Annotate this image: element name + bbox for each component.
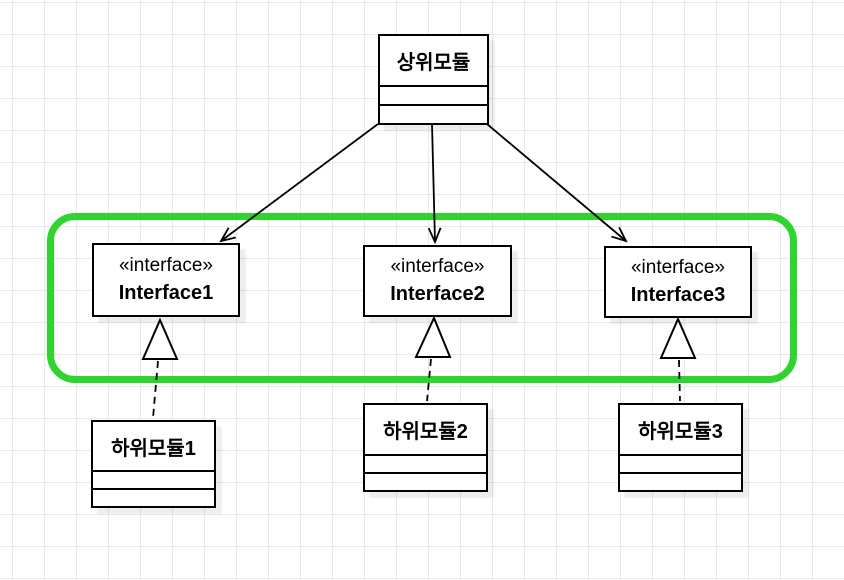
dependency-edge-interface2[interactable] — [427, 123, 442, 245]
interface2-stereotype: «interface» — [390, 255, 485, 277]
node-interface1[interactable]: «interface» Interface1 — [92, 243, 240, 317]
interface2-name: Interface2 — [390, 283, 485, 306]
attributes-compartment — [620, 454, 741, 472]
sub-module2-title: 하위모듈2 — [383, 421, 468, 443]
node-sub-module3[interactable]: 하위모듈3 — [618, 403, 743, 492]
sub-module3-title: 하위모듈3 — [638, 421, 723, 443]
interface1-name: Interface1 — [118, 282, 214, 305]
attributes-compartment — [93, 470, 214, 488]
realization-triangle-interface3 — [659, 316, 697, 359]
interface3-name: Interface3 — [630, 284, 726, 307]
sub-module1-title: 하위모듈1 — [111, 437, 196, 460]
node-sub-module1[interactable]: 하위모듈1 — [91, 420, 216, 508]
attributes-compartment — [365, 454, 486, 472]
node-interface3[interactable]: «interface» Interface3 — [604, 246, 752, 318]
methods-compartment — [365, 472, 486, 490]
attributes-compartment — [380, 85, 487, 104]
dependency-edge-interface1[interactable] — [219, 123, 379, 243]
methods-compartment — [93, 488, 214, 506]
realization-edge-sub2[interactable] — [426, 358, 432, 402]
interfaces-group-highlight[interactable] — [47, 213, 797, 383]
parent-module-title: 상위모듈 — [396, 52, 471, 74]
realization-triangle-interface2 — [414, 315, 452, 358]
realization-edge-sub1[interactable] — [152, 360, 159, 419]
interface1-stereotype: «interface» — [118, 254, 213, 276]
methods-compartment — [380, 104, 487, 123]
dependency-edge-interface3[interactable] — [486, 123, 628, 243]
node-interface2[interactable]: «interface» Interface2 — [363, 245, 512, 317]
interface3-stereotype: «interface» — [630, 256, 725, 278]
methods-compartment — [620, 472, 741, 490]
node-parent-module[interactable]: 상위모듈 — [378, 34, 489, 125]
realization-edge-sub3[interactable] — [678, 359, 681, 402]
realization-triangle-interface1 — [141, 317, 179, 360]
node-sub-module2[interactable]: 하위모듈2 — [363, 403, 488, 492]
